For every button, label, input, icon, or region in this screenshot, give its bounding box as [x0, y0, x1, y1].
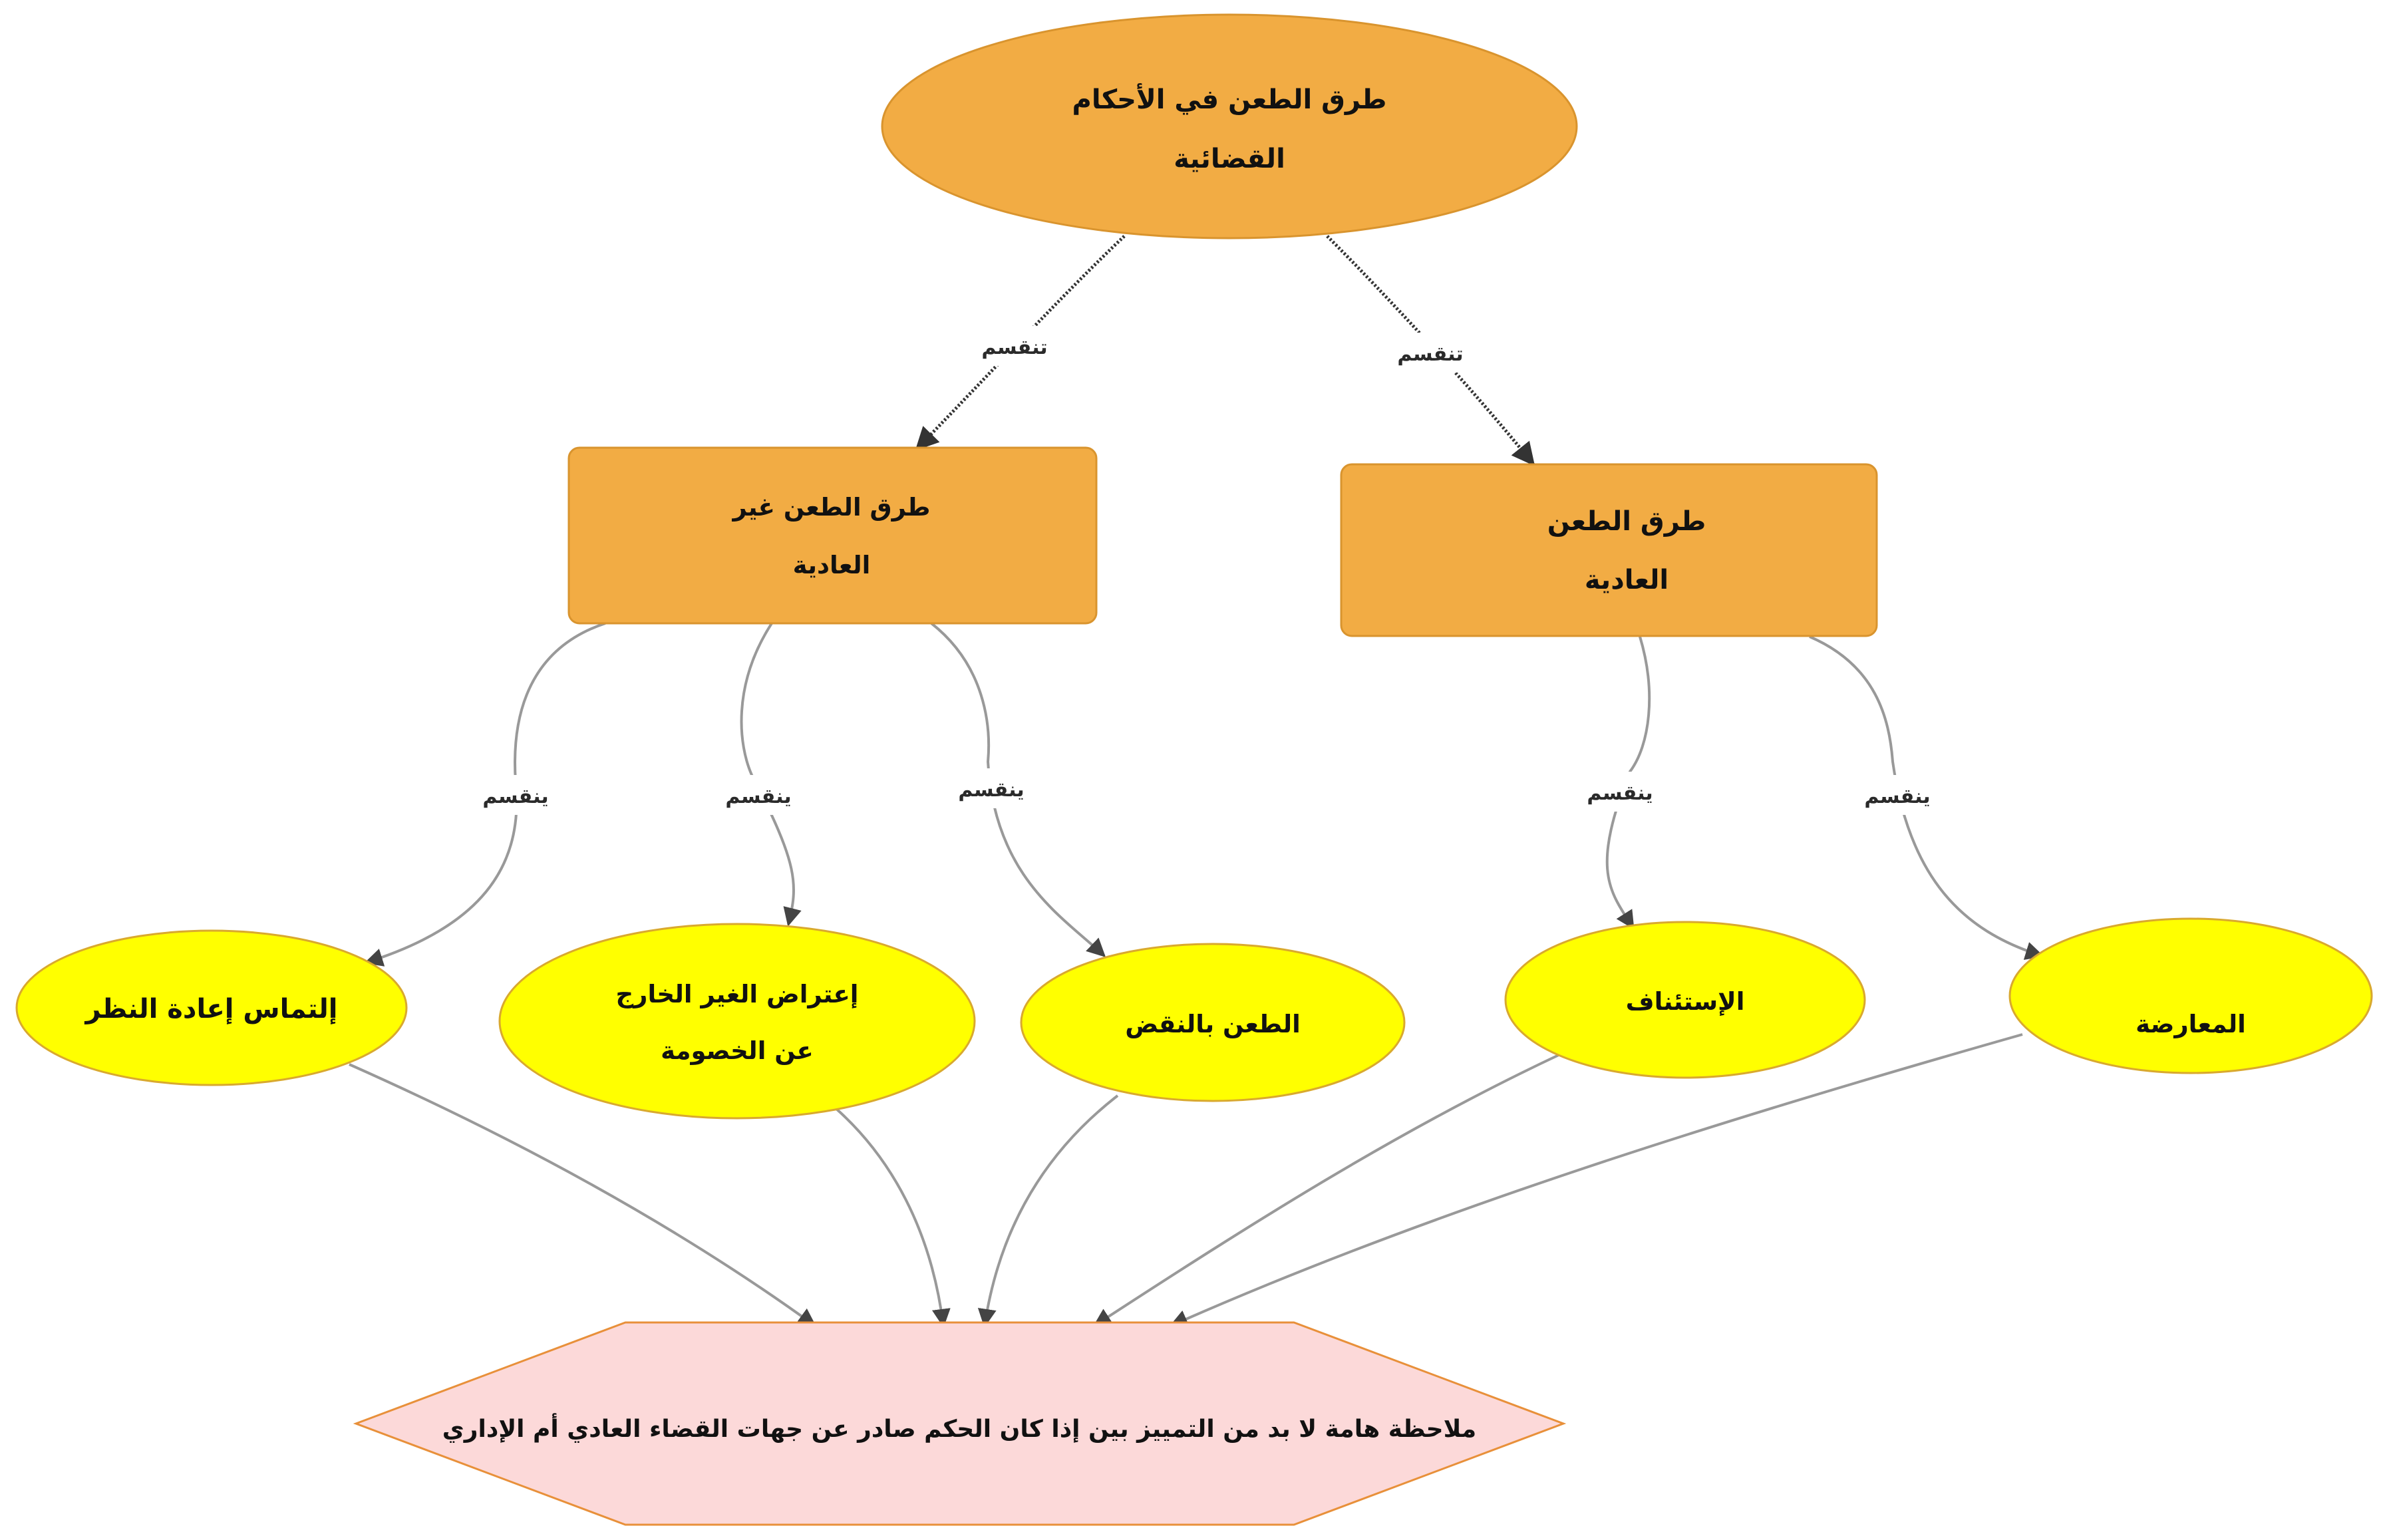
edge-label-nonord-cassation: ينقسم	[958, 778, 1024, 802]
leaf-reconsideration-label: إلتماس إعادة النظر	[84, 994, 337, 1024]
leaf-node-cassation: الطعن بالنقض	[1020, 943, 1406, 1102]
leaf-node-opposition: المعارضة	[2008, 917, 2373, 1074]
category-node-ordinary: طرق الطعن العادية	[1340, 463, 1878, 637]
leaf-node-reconsideration: إلتماس إعادة النظر	[15, 929, 408, 1086]
edge-reconsideration-to-note	[349, 1063, 817, 1327]
category-ordinary-line2: العادية	[1585, 565, 1669, 595]
edge-label-ord-appeal: ينقسم	[1587, 782, 1653, 805]
edge-root-to-ordinary	[1326, 235, 1535, 466]
category-ordinary-line1: طرق الطعن	[1547, 506, 1706, 537]
edge-label-root-right: تنقسم	[1397, 343, 1463, 366]
edges-root	[915, 235, 1535, 466]
root-node-line1: طرق الطعن في الأحكام	[1072, 82, 1387, 115]
category-non-ordinary-line1: طرق الطعن غير	[732, 493, 931, 522]
edge-label-nonord-third-party: ينقسم	[725, 785, 791, 808]
leaf-third-party-line1: إعتراض الغير الخارج	[616, 980, 859, 1008]
edge-label-root-left: تنقسم	[981, 336, 1047, 359]
edge-non-ordinary-to-third-party	[740, 622, 802, 927]
edges-categories	[364, 622, 2044, 967]
note-node: ملاحظة هامة لا بد من التمييز بين إذا كان…	[353, 1321, 1567, 1526]
edge-cassation-to-note	[977, 1094, 1119, 1328]
leaf-node-third-party: إعتراض الغير الخارج عن الخصومة	[498, 923, 976, 1120]
root-node: طرق الطعن في الأحكام القضائية	[881, 13, 1578, 239]
edge-label-nonord-reconsideration: ينقسم	[482, 785, 548, 808]
edge-root-to-non-ordinary	[915, 235, 1126, 451]
category-non-ordinary-line2: العادية	[793, 551, 871, 579]
edges-to-note	[349, 1033, 2023, 1328]
leaf-appeal-label: الإستئناف	[1626, 987, 1745, 1016]
leaf-cassation-label: الطعن بالنقض	[1125, 1010, 1301, 1038]
edge-label-ord-opposition: ينقسم	[1864, 785, 1930, 808]
edge-appeal-to-note	[1092, 1053, 1561, 1327]
root-node-line2: القضائية	[1174, 144, 1285, 174]
leaf-third-party-line2: عن الخصومة	[661, 1036, 814, 1065]
leaf-node-appeal: الإستئناف	[1504, 921, 1866, 1079]
note-text: ملاحظة هامة لا بد من التمييز بين إذا كان…	[442, 1413, 1476, 1443]
edge-opposition-to-note	[1169, 1033, 2023, 1328]
category-node-non-ordinary: طرق الطعن غير العادية	[567, 446, 1098, 625]
edge-third-party-to-note	[834, 1106, 951, 1328]
leaf-opposition-label: المعارضة	[2136, 1010, 2246, 1038]
edge-labels: تنقسم تنقسم ينقسم ينقسم ينقسم ينقسم ينقس…	[476, 326, 1937, 815]
